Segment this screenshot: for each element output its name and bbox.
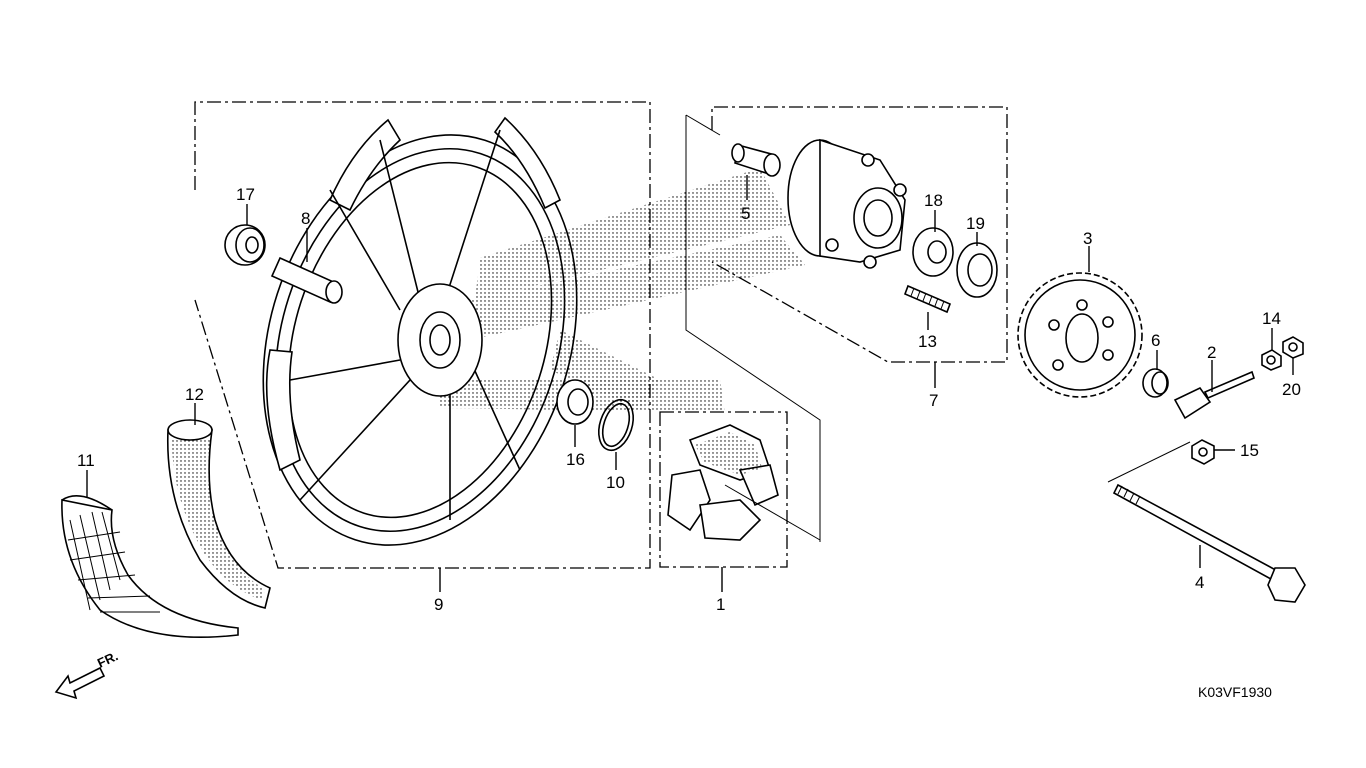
sprocket-3-part bbox=[1017, 272, 1143, 398]
seal-19-part bbox=[956, 242, 998, 298]
hub-group-frame bbox=[711, 106, 1008, 363]
callout-20: 20 bbox=[1282, 380, 1301, 399]
callout-4: 4 bbox=[1195, 573, 1204, 592]
callout-10: 10 bbox=[606, 473, 625, 492]
bearing-16-part bbox=[556, 379, 594, 425]
nut-14-part bbox=[1261, 349, 1282, 371]
callout-7: 7 bbox=[929, 391, 938, 410]
callout-17: 17 bbox=[236, 185, 255, 204]
callout-6: 6 bbox=[1151, 331, 1160, 350]
callout-18: 18 bbox=[924, 191, 943, 210]
callout-11: 11 bbox=[77, 451, 95, 470]
collar-5-part bbox=[731, 143, 781, 177]
nut-15-part bbox=[1191, 439, 1215, 465]
front-marker-label: FR. bbox=[95, 648, 120, 670]
tube-part bbox=[166, 419, 271, 609]
spacer-8-part bbox=[270, 256, 343, 304]
callout-12: 12 bbox=[185, 385, 204, 404]
damper-rubbers-part bbox=[667, 424, 821, 541]
callout-14: 14 bbox=[1262, 309, 1281, 328]
front-direction-arrow: FR. bbox=[54, 648, 120, 700]
drawing-code: K03VF1930 bbox=[1198, 684, 1272, 700]
callout-2: 2 bbox=[1207, 343, 1216, 362]
callout-1: 1 bbox=[716, 595, 725, 614]
axle-4-part bbox=[1107, 441, 1306, 603]
callout-15: 15 bbox=[1240, 441, 1259, 460]
oring-10-part bbox=[597, 398, 635, 452]
hub-part bbox=[787, 138, 907, 269]
leader-lines bbox=[86, 175, 1294, 592]
tire-part bbox=[61, 494, 239, 639]
wheel-group-frame bbox=[194, 101, 651, 569]
callout-9: 9 bbox=[434, 595, 443, 614]
callout-16: 16 bbox=[566, 450, 585, 469]
wheel-part bbox=[262, 116, 578, 546]
callout-8: 8 bbox=[301, 209, 310, 228]
callout-5: 5 bbox=[741, 204, 750, 223]
callout-19: 19 bbox=[966, 214, 985, 233]
nut-20-part bbox=[1282, 336, 1304, 359]
collar-6-part bbox=[1142, 368, 1169, 398]
callout-13: 13 bbox=[918, 332, 937, 351]
callout-labels: 1 2 3 4 5 6 7 8 9 10 11 12 13 14 15 16 1… bbox=[77, 185, 1301, 614]
adjuster-2-part bbox=[1173, 370, 1255, 420]
stud-13-part bbox=[903, 284, 952, 314]
bearing-18-part bbox=[912, 227, 954, 277]
damper-group-frame bbox=[659, 411, 788, 568]
callout-3: 3 bbox=[1083, 229, 1092, 248]
bearing-17-part bbox=[224, 224, 266, 266]
